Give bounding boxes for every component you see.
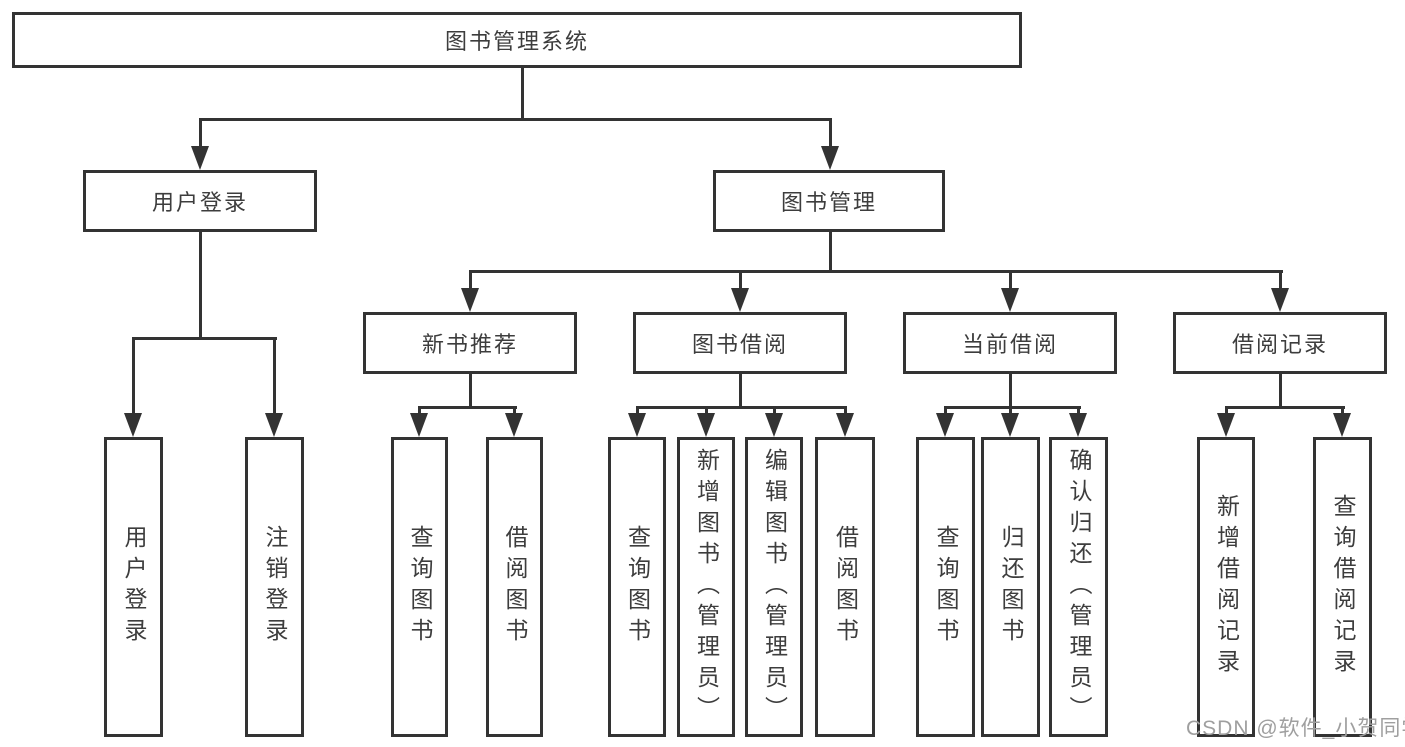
arrowhead-query-book-3 xyxy=(936,413,954,437)
node-new-book-recommend-label: 新书推荐 xyxy=(421,332,518,357)
leaf-add-book-admin-label: 新增图书（管理员） xyxy=(693,447,720,727)
connector-drop-edit-book-admin xyxy=(773,406,776,415)
leaf-borrow-book-1-label: 借阅图书 xyxy=(502,525,528,649)
leaf-add-borrow-record: 新增借阅记录 xyxy=(1197,437,1255,737)
leaf-add-book-admin: 新增图书（管理员） xyxy=(677,437,735,737)
connector-drop-leaf-logout xyxy=(273,337,276,415)
connector-user-login-rail xyxy=(132,337,277,340)
leaf-user-login: 用户登录 xyxy=(104,437,163,737)
leaf-return-book-label: 归还图书 xyxy=(998,525,1024,649)
arrowhead-user-login xyxy=(191,146,209,170)
leaf-query-borrow-record: 查询借阅记录 xyxy=(1313,437,1372,737)
leaf-borrow-book-2-label: 借阅图书 xyxy=(832,525,859,649)
connector-drop-query-book-3 xyxy=(944,406,947,415)
leaf-logout-label: 注销登录 xyxy=(262,525,288,649)
node-new-book-recommend: 新书推荐 xyxy=(363,312,577,374)
connector-drop-return-book xyxy=(1009,406,1012,415)
leaf-query-book-2: 查询图书 xyxy=(608,437,666,737)
arrowhead-query-book-2 xyxy=(628,413,646,437)
leaf-user-login-label: 用户登录 xyxy=(121,525,147,649)
connector-current-borrow-rail xyxy=(944,406,1081,409)
leaf-logout: 注销登录 xyxy=(245,437,304,737)
connector-drop-add-book-admin xyxy=(705,406,708,415)
connector-drop-new-book-recommend xyxy=(469,270,472,290)
node-book-borrow-label: 图书借阅 xyxy=(691,332,788,357)
connector-drop-current-borrow xyxy=(1009,270,1012,290)
connector-book-borrow-rail xyxy=(636,406,847,409)
node-root: 图书管理系统 xyxy=(12,12,1022,68)
node-current-borrow: 当前借阅 xyxy=(903,312,1117,374)
node-current-borrow-label: 当前借阅 xyxy=(961,332,1058,357)
connector-user-login-stem xyxy=(199,232,202,339)
connector-book-borrow-stem xyxy=(739,374,742,408)
leaf-confirm-return-admin-label: 确认归还（管理员） xyxy=(1066,447,1092,727)
arrowhead-borrow-record xyxy=(1271,288,1289,312)
connector-drop-query-borrow-record xyxy=(1341,406,1344,415)
node-borrow-record-label: 借阅记录 xyxy=(1231,332,1328,357)
connector-drop-user-login xyxy=(199,118,202,148)
connector-level3-rail xyxy=(469,270,1283,273)
node-user-login-label: 用户登录 xyxy=(151,190,248,215)
node-root-label: 图书管理系统 xyxy=(444,29,589,54)
node-book-management: 图书管理 xyxy=(713,170,945,232)
csdn-watermark: CSDN @软件_小贺同学 xyxy=(1186,717,1405,740)
connector-new-book-rail xyxy=(418,406,517,409)
connector-book-management-stem xyxy=(829,232,832,272)
leaf-confirm-return-admin: 确认归还（管理员） xyxy=(1049,437,1108,737)
leaf-query-book-2-label: 查询图书 xyxy=(624,525,651,649)
arrowhead-add-book-admin xyxy=(697,413,715,437)
node-borrow-record: 借阅记录 xyxy=(1173,312,1387,374)
connector-drop-leaf-user-login xyxy=(132,337,135,415)
arrowhead-confirm-return xyxy=(1069,413,1087,437)
connector-drop-add-borrow-record xyxy=(1225,406,1228,415)
leaf-query-book-1: 查询图书 xyxy=(391,437,448,737)
leaf-query-book-3: 查询图书 xyxy=(916,437,975,737)
arrowhead-return-book xyxy=(1001,413,1019,437)
arrowhead-book-management xyxy=(821,146,839,170)
arrowhead-borrow-book-1 xyxy=(505,413,523,437)
leaf-borrow-book-2: 借阅图书 xyxy=(815,437,875,737)
arrowhead-current-borrow xyxy=(1001,288,1019,312)
leaf-query-book-3-label: 查询图书 xyxy=(933,525,959,649)
connector-drop-query-book-2 xyxy=(636,406,639,415)
connector-current-borrow-stem xyxy=(1009,374,1012,408)
arrowhead-book-borrow xyxy=(731,288,749,312)
arrowhead-query-borrow-record xyxy=(1333,413,1351,437)
connector-drop-book-borrow xyxy=(739,270,742,290)
leaf-edit-book-admin-label: 编辑图书（管理员） xyxy=(761,447,788,727)
node-user-login: 用户登录 xyxy=(83,170,317,232)
node-book-management-label: 图书管理 xyxy=(780,190,877,215)
arrowhead-query-book-1 xyxy=(410,413,428,437)
leaf-return-book: 归还图书 xyxy=(981,437,1040,737)
arrowhead-new-book-recommend xyxy=(461,288,479,312)
leaf-add-borrow-record-label: 新增借阅记录 xyxy=(1213,494,1240,680)
connector-drop-book-management xyxy=(829,118,832,148)
connector-borrow-record-rail xyxy=(1225,406,1345,409)
connector-borrow-record-stem xyxy=(1279,374,1282,408)
connector-root-stem xyxy=(521,66,524,120)
connector-drop-confirm-return xyxy=(1077,406,1080,415)
leaf-query-book-1-label: 查询图书 xyxy=(407,525,433,649)
connector-drop-borrow-record xyxy=(1279,270,1282,290)
connector-drop-query-book-1 xyxy=(418,406,421,415)
arrowhead-borrow-book-2 xyxy=(836,413,854,437)
connector-drop-borrow-book-1 xyxy=(513,406,516,415)
leaf-query-borrow-record-label: 查询借阅记录 xyxy=(1330,494,1356,680)
arrowhead-edit-book-admin xyxy=(765,413,783,437)
leaf-edit-book-admin: 编辑图书（管理员） xyxy=(745,437,803,737)
arrowhead-leaf-user-login xyxy=(124,413,142,437)
arrowhead-add-borrow-record xyxy=(1217,413,1235,437)
node-book-borrow: 图书借阅 xyxy=(633,312,847,374)
leaf-borrow-book-1: 借阅图书 xyxy=(486,437,543,737)
connector-drop-borrow-book-2 xyxy=(844,406,847,415)
connector-root-rail xyxy=(199,118,832,121)
arrowhead-leaf-logout xyxy=(265,413,283,437)
connector-new-book-recommend-stem xyxy=(469,374,472,408)
